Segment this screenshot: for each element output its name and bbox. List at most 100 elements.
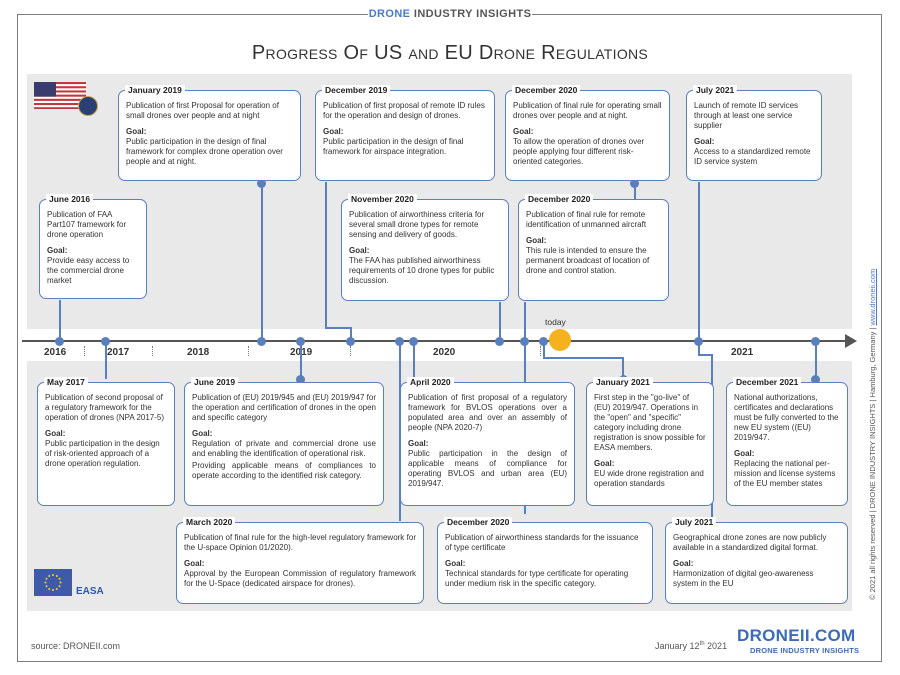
eu-event-card: January 2021 First step in the "go-live"… [586, 377, 714, 506]
year-label: 2017 [107, 347, 130, 358]
event-dot [395, 337, 404, 346]
us-event-card: December 2020 Publication of final rule … [518, 194, 669, 301]
event-text: First step in the "go-live" of (EU) 2019… [594, 393, 706, 452]
event-goal: Approval by the European Commission of r… [184, 569, 416, 588]
event-goal: Technical standards for type certificate… [445, 569, 629, 588]
goal-label: Goal: [126, 127, 147, 136]
connector-line [543, 357, 623, 359]
date-year: 2021 [704, 641, 728, 651]
event-text: Publication of first Proposal for operat… [126, 101, 279, 120]
event-goal: Access to a standardized remote ID servi… [694, 147, 811, 166]
event-dot [811, 375, 820, 384]
event-date: December 2020 [512, 85, 581, 96]
event-dot [409, 337, 418, 346]
event-text: Publication of first proposal of a regul… [408, 393, 567, 432]
event-date: November 2020 [348, 194, 417, 205]
event-goal: Public participation in the design of ri… [45, 439, 160, 468]
event-date: April 2020 [407, 377, 454, 388]
connector-line [325, 327, 350, 329]
event-text: Publication of final rule for remote ide… [526, 210, 647, 229]
event-dot [495, 337, 504, 346]
copyright-sidebar: © 2021 all rights reserved | DRONE INDUS… [868, 269, 877, 600]
goal-label: Goal: [594, 459, 615, 468]
today-label: today [545, 317, 566, 327]
event-text: Publication of airworthiness standards f… [445, 533, 639, 552]
goal-label: Goal: [349, 246, 370, 255]
today-marker [549, 329, 571, 351]
year-label: 2018 [187, 347, 210, 358]
event-goal: Public participation in the design of fi… [126, 137, 283, 166]
eu-event-card: December 2021 National authorizations, c… [726, 377, 848, 506]
connector-line [698, 354, 712, 356]
event-date: January 2021 [593, 377, 653, 388]
event-date: June 2016 [46, 194, 94, 205]
connector-line [543, 341, 545, 358]
goal-label: Goal: [184, 559, 205, 568]
connector-line [634, 182, 636, 200]
event-date: May 2017 [44, 377, 88, 388]
year-tick [84, 346, 86, 356]
event-goal: This rule is intended to ensure the perm… [526, 246, 650, 275]
event-date: July 2021 [693, 85, 738, 96]
brand-rest: INDUSTRY INSIGHTS [410, 8, 532, 20]
page-title: Progress Of US and EU Drone Regulations [251, 42, 649, 64]
event-dot [257, 179, 266, 188]
us-flag-icon [34, 82, 86, 109]
event-date: January 2019 [125, 85, 185, 96]
year-tick [152, 346, 154, 356]
connector-line [325, 182, 327, 328]
event-text: Publication of airworthiness criteria fo… [349, 210, 485, 239]
goal-label: Goal: [445, 559, 466, 568]
eu-flag-icon [34, 569, 72, 596]
year-tick [540, 346, 542, 356]
event-dot [539, 337, 548, 346]
connector-line [815, 341, 817, 379]
event-date: December 2021 [733, 377, 802, 388]
goal-label: Goal: [47, 246, 68, 255]
event-dot [257, 337, 266, 346]
event-date: December 2019 [322, 85, 391, 96]
event-dot [296, 375, 305, 384]
droneii-logo: DRONEII.COM [737, 626, 856, 645]
connector-line [350, 327, 352, 340]
connector-line [300, 341, 302, 379]
website-link[interactable]: www.droneii.com [868, 268, 877, 326]
event-goal-extra: Providing applicable means of compliance… [192, 461, 376, 480]
brand-bold: DRONE [368, 8, 411, 20]
droneii-logo-sub: DRONE INDUSTRY INSIGHTS [750, 646, 860, 655]
event-dot [296, 337, 305, 346]
us-event-card: November 2020 Publication of airworthine… [341, 194, 509, 301]
eu-event-card: June 2019 Publication of (EU) 2019/945 a… [184, 377, 384, 506]
us-event-card: January 2019 Publication of first Propos… [118, 85, 301, 181]
eu-event-card: March 2020 Publication of final rule for… [176, 517, 424, 604]
event-date: December 2020 [525, 194, 594, 205]
year-label: 2021 [731, 347, 754, 358]
year-label: 2016 [44, 347, 67, 358]
event-date: December 2020 [444, 517, 513, 528]
us-event-card: December 2019 Publication of first propo… [315, 85, 495, 181]
event-dot [520, 337, 529, 346]
goal-label: Goal: [673, 559, 694, 568]
year-tick [248, 346, 250, 356]
eu-event-card: April 2020 Publication of first proposal… [400, 377, 575, 506]
date-suffix: th [699, 641, 705, 647]
eu-event-card: July 2021 Geographical drone zones are n… [665, 517, 848, 604]
event-text: Publication of first proposal of remote … [323, 101, 485, 120]
goal-label: Goal: [408, 439, 429, 448]
event-text: Publication of final rule for the high-l… [184, 533, 416, 552]
connector-line [399, 341, 401, 521]
event-goal: To allow the operation of drones over pe… [513, 137, 645, 166]
connector-line [524, 302, 526, 340]
event-text: Publication of second proposal of a regu… [45, 393, 165, 422]
connector-line [698, 182, 700, 340]
us-event-card: June 2016 Publication of FAA Part107 fra… [39, 194, 147, 299]
us-event-card: July 2021 Launch of remote ID services t… [686, 85, 822, 181]
event-text: Geographical drone zones are now publicl… [673, 533, 827, 552]
event-goal: Regulation of private and commercial dro… [192, 439, 376, 458]
goal-label: Goal: [45, 429, 66, 438]
connector-line [698, 341, 700, 355]
connector-line [499, 302, 501, 340]
event-text: National authorizations, certificates an… [734, 393, 839, 442]
event-dot [811, 337, 820, 346]
year-tick [350, 346, 352, 356]
